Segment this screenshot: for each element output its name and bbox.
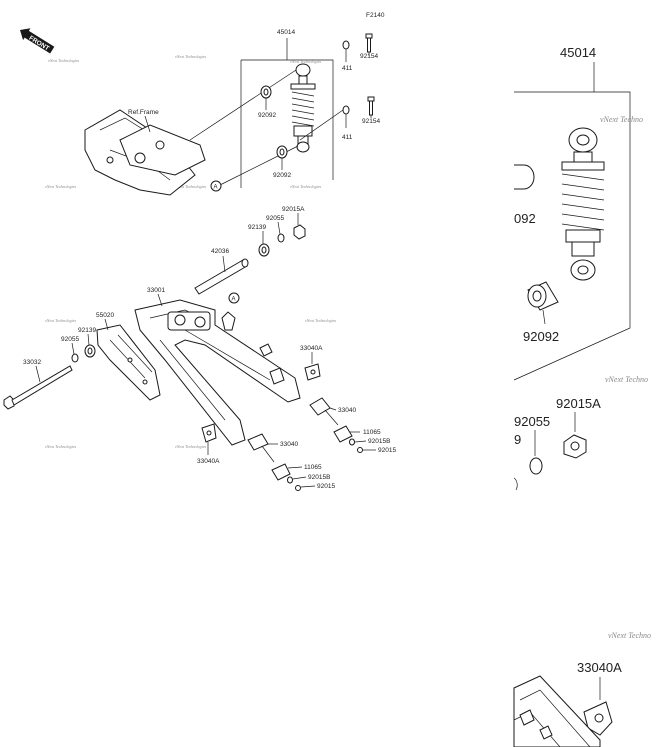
washer-b-lower[interactable] (287, 476, 293, 484)
washer-b-right[interactable] (349, 438, 355, 446)
callout-a (210, 180, 222, 192)
chain-adjuster-lower[interactable] (247, 433, 275, 463)
part-label-92055[interactable]: 92055 (266, 215, 284, 222)
nut-92015a[interactable] (293, 224, 306, 240)
zoom-nut[interactable] (563, 434, 587, 459)
watermark: vNext Technologies (45, 444, 77, 449)
part-label-11065[interactable]: 11065 (363, 429, 381, 436)
part-label-92015b[interactable]: 92015B (368, 438, 390, 445)
seal-92055-left[interactable] (71, 353, 79, 363)
part-label-411[interactable]: 411 (342, 134, 353, 141)
watermark: vNext Technologies (175, 54, 207, 59)
chain-adjuster-right[interactable] (309, 397, 339, 426)
bushing-upper[interactable] (260, 85, 272, 99)
zoom-shock-absorber[interactable] (561, 127, 605, 281)
part-label-45014[interactable]: 45014 (277, 29, 295, 36)
part-label-92015a[interactable]: 92015A (282, 206, 305, 213)
zoom-label-45014[interactable]: 45014 (560, 45, 596, 60)
zoom-label-092: 092 (514, 211, 536, 226)
watermark: vNext Technologies (45, 318, 77, 323)
chain-adjuster-holder-left[interactable] (201, 423, 217, 443)
part-label-92139[interactable]: 92139 (78, 327, 96, 334)
zoom-label-92092[interactable]: 92092 (523, 329, 559, 344)
zoom-label-92055[interactable]: 92055 (514, 414, 550, 429)
watermark: vNext Technologies (48, 58, 80, 63)
part-label-55020[interactable]: 55020 (96, 312, 114, 319)
bolt-lower[interactable] (367, 96, 375, 116)
zoom-bushing-partial (514, 164, 535, 190)
part-label-33040[interactable]: 33040 (280, 441, 298, 448)
watermark: vNext Technologies (45, 184, 77, 189)
zoom-watermark: vNext Techno (608, 631, 651, 640)
part-label-92154[interactable]: 92154 (362, 118, 380, 125)
swing-arm[interactable] (134, 299, 301, 446)
watermark: vNext Technologies (175, 444, 207, 449)
nut-b-right[interactable] (357, 447, 363, 453)
zoom-label-seal-cut: 9 (514, 432, 521, 447)
pivot-shaft[interactable] (194, 258, 249, 295)
zoom-label-33040a[interactable]: 33040A (577, 660, 622, 675)
part-label-92015[interactable]: 92015 (378, 447, 396, 454)
adjuster-plate-right[interactable] (333, 425, 353, 443)
diagram-code: F2140 (366, 12, 385, 19)
bushing-lower[interactable] (276, 145, 288, 159)
frame-section (84, 109, 206, 196)
part-label-92092[interactable]: 92092 (273, 172, 291, 179)
part-label-33040a[interactable]: 33040A (197, 458, 220, 465)
zoom-seal[interactable] (529, 457, 543, 475)
watermark: vNext Technologies (290, 184, 322, 189)
washer-lower[interactable] (342, 105, 350, 115)
part-label-42036[interactable]: 42036 (211, 248, 229, 255)
axle-bolt[interactable] (3, 365, 73, 410)
bolt-upper[interactable] (365, 33, 373, 53)
zoom-chain-adjuster-holder[interactable] (583, 701, 613, 736)
part-label-92015[interactable]: 92015 (317, 483, 335, 490)
collar-92139-left[interactable] (84, 344, 96, 358)
zoom-watermark: vNext Techno (605, 375, 648, 384)
collar-92139[interactable] (258, 243, 270, 257)
seal-92055[interactable] (277, 233, 285, 243)
zoom-shock-bracket (513, 62, 631, 381)
part-label-92092[interactable]: 92092 (258, 112, 276, 119)
zoom-bushing[interactable] (527, 281, 559, 311)
chain-guard[interactable] (96, 324, 161, 401)
callout-a-text: A (232, 297, 236, 303)
watermark: vNext Technologies (290, 59, 322, 64)
part-label-33040[interactable]: 33040 (338, 407, 356, 414)
front-arrow-icon: FRONT (20, 28, 55, 54)
callout-a (228, 292, 240, 304)
zoom-watermark: vNext Techno (600, 115, 643, 124)
watermark: vNext Technologies (175, 184, 207, 189)
washer-upper[interactable] (342, 40, 350, 50)
part-label-33001[interactable]: 33001 (147, 287, 165, 294)
watermark: vNext Technologies (305, 318, 337, 323)
part-label-33040a[interactable]: 33040A (300, 345, 323, 352)
zoom-swing-arm-partial (513, 675, 601, 747)
part-label-411[interactable]: 411 (342, 65, 353, 72)
ref-frame-label: Ref.Frame (128, 109, 159, 116)
chain-adjuster-holder-right[interactable] (304, 363, 321, 381)
shock-absorber[interactable] (290, 63, 316, 153)
part-label-92015b[interactable]: 92015B (308, 474, 330, 481)
part-label-92055[interactable]: 92055 (61, 336, 79, 343)
shock-assembly-bracket (240, 38, 334, 188)
nut-b-lower[interactable] (295, 485, 301, 491)
part-label-92154[interactable]: 92154 (360, 53, 378, 60)
part-label-92139[interactable]: 92139 (248, 224, 266, 231)
part-label-11065[interactable]: 11065 (304, 464, 322, 471)
callout-a-text: A (214, 185, 218, 191)
adjuster-plate-lower[interactable] (271, 463, 291, 481)
part-label-33032[interactable]: 33032 (23, 359, 41, 366)
zoom-label-92015a[interactable]: 92015A (556, 396, 601, 411)
